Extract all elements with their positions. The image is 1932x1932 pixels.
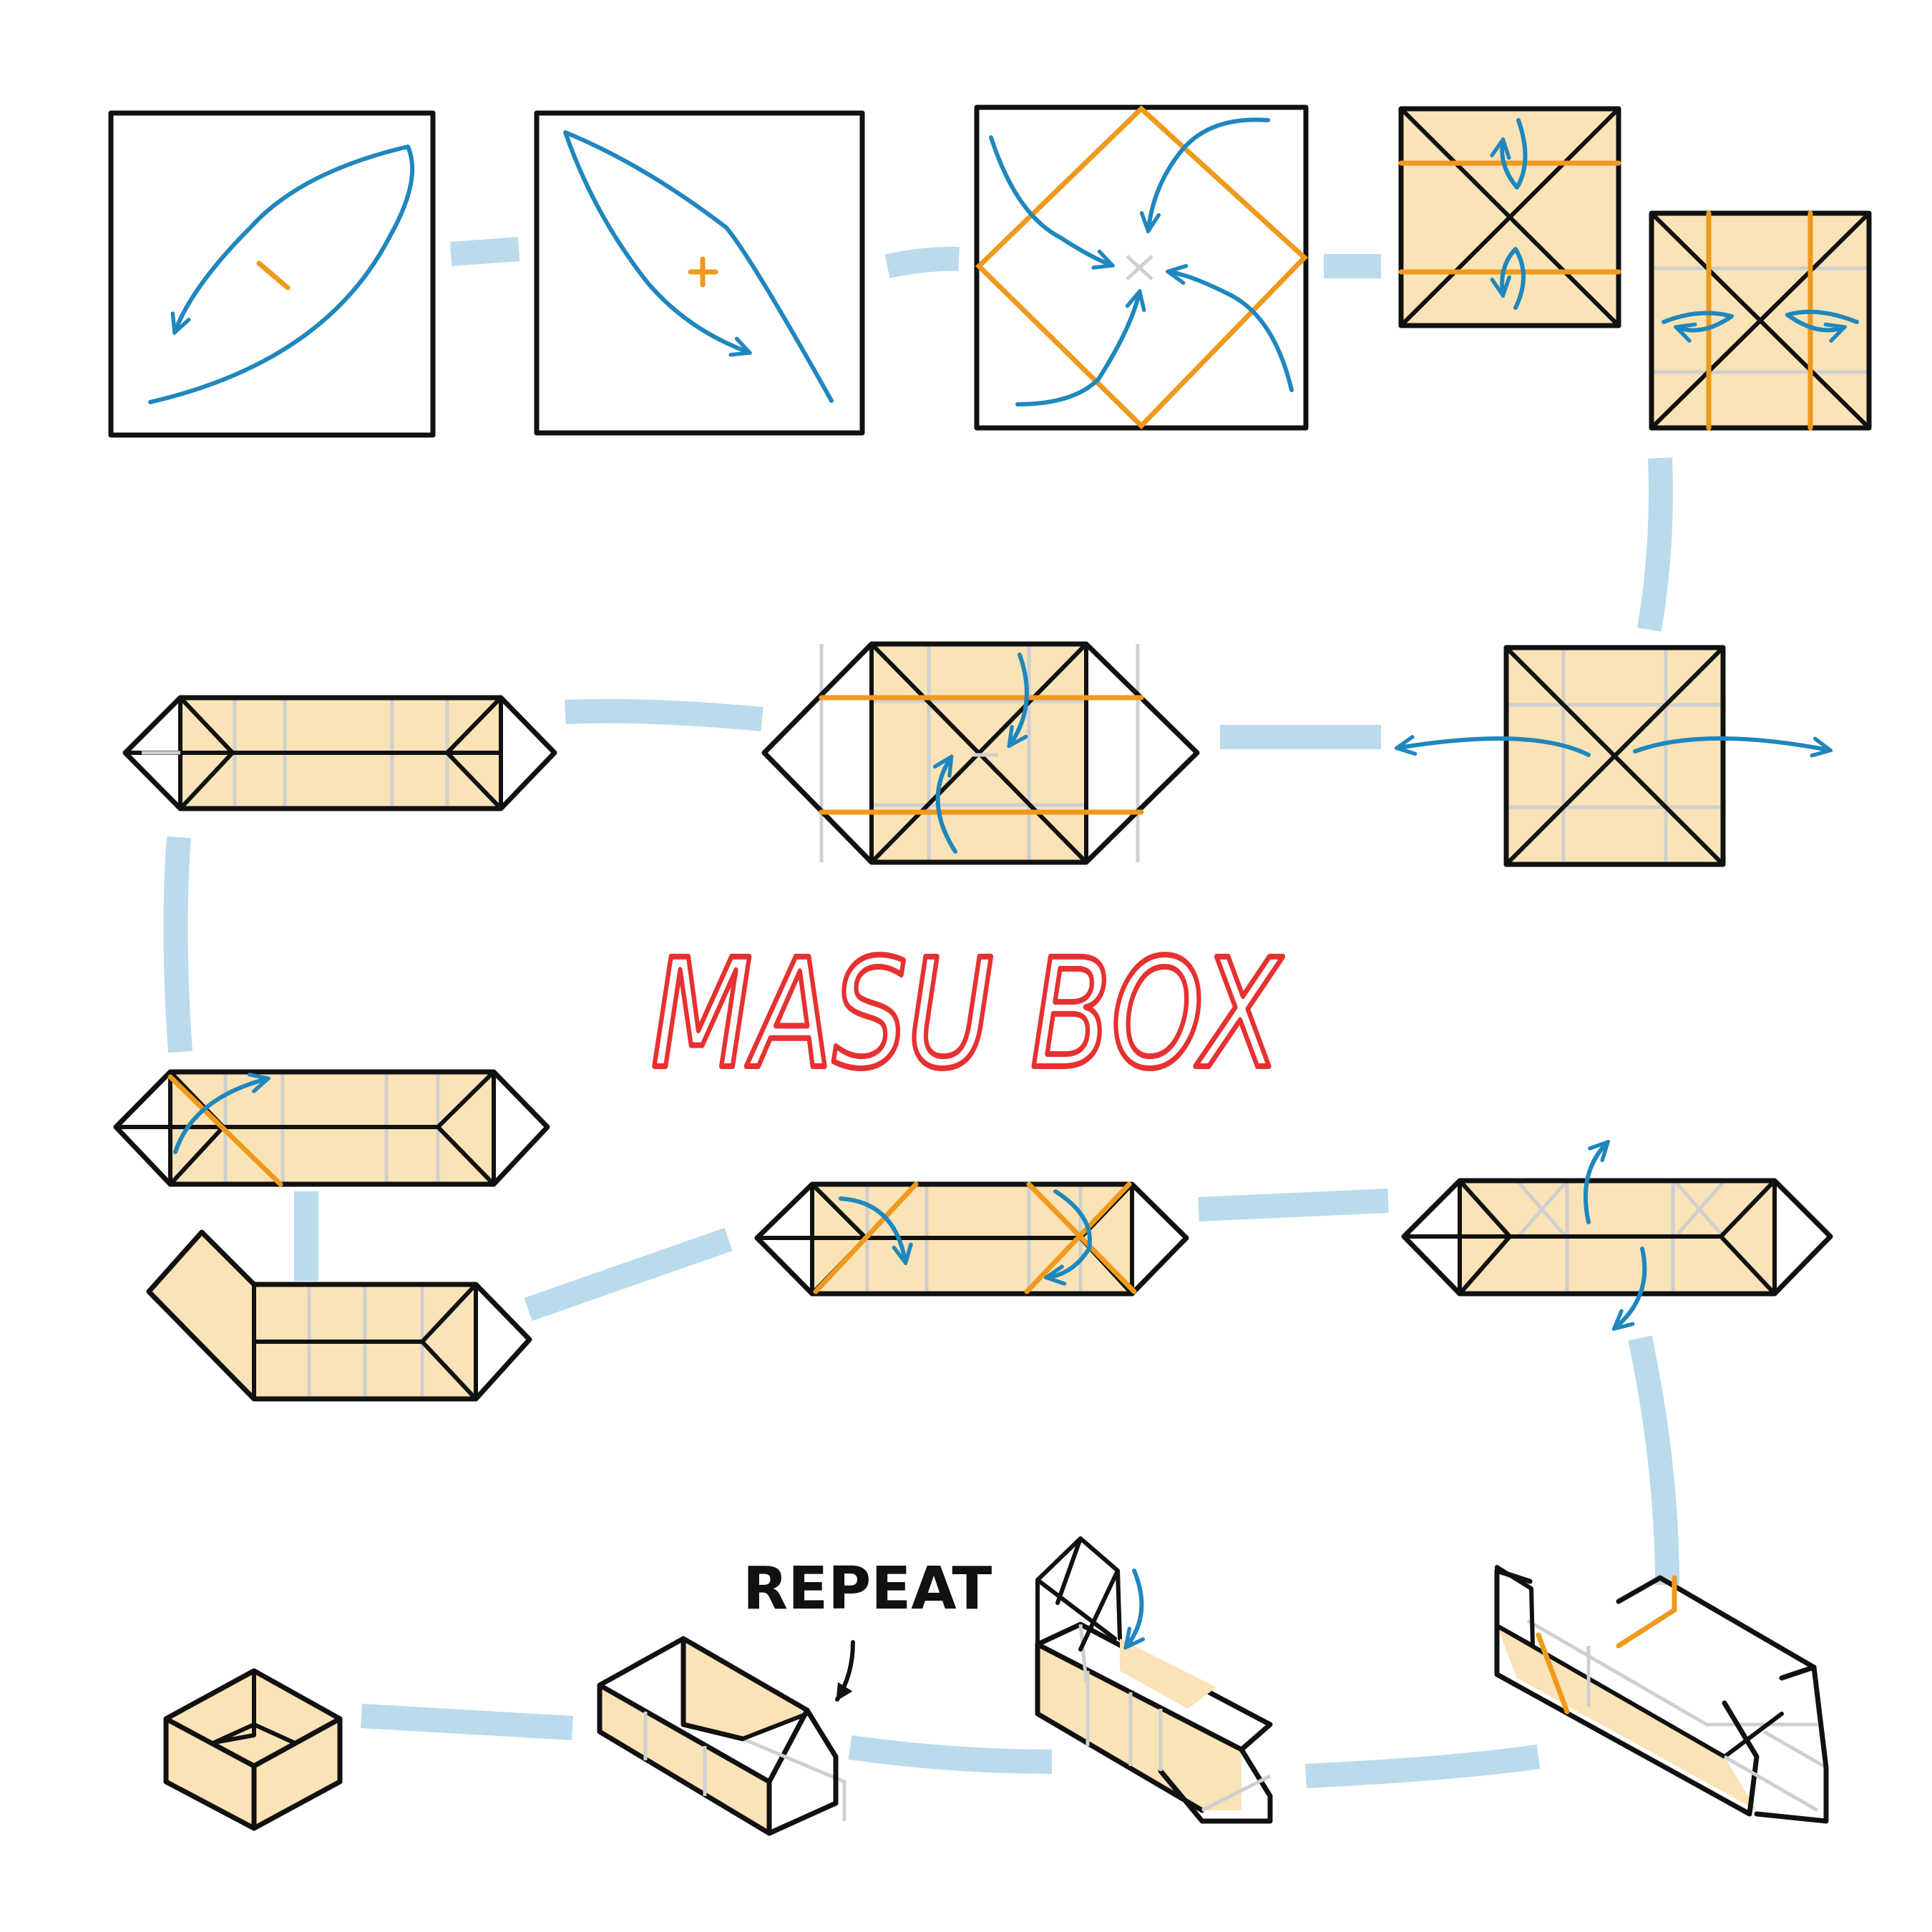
step-13-raise-walls [1494, 1565, 1829, 1824]
step-10-folded-corner [146, 1229, 532, 1402]
diagram-title: MASU BOX [651, 927, 1283, 1102]
step-4-blintzed-square [1398, 106, 1621, 328]
step-7-hexagon [761, 641, 1200, 865]
step-11-x-folds [754, 1181, 1189, 1297]
step-8-long-hexagon [122, 695, 557, 811]
step-9-long-hexagon-fold [113, 1069, 550, 1187]
step-5-folded-square [1649, 210, 1872, 431]
step-16-finished-box [163, 1668, 343, 1831]
step-14-fold-corner [1035, 1536, 1273, 1824]
step-1-square [108, 110, 436, 438]
flow-path [163, 237, 1679, 1788]
step-3-blintz [974, 104, 1309, 431]
repeat-label: REPEAT [743, 1555, 992, 1623]
step-6-unfold-square [1399, 645, 1828, 867]
step-15-repeat: REPEAT [597, 1636, 855, 1836]
step-2-square [534, 110, 865, 436]
step-12-unfold-walls [1401, 1143, 1833, 1327]
